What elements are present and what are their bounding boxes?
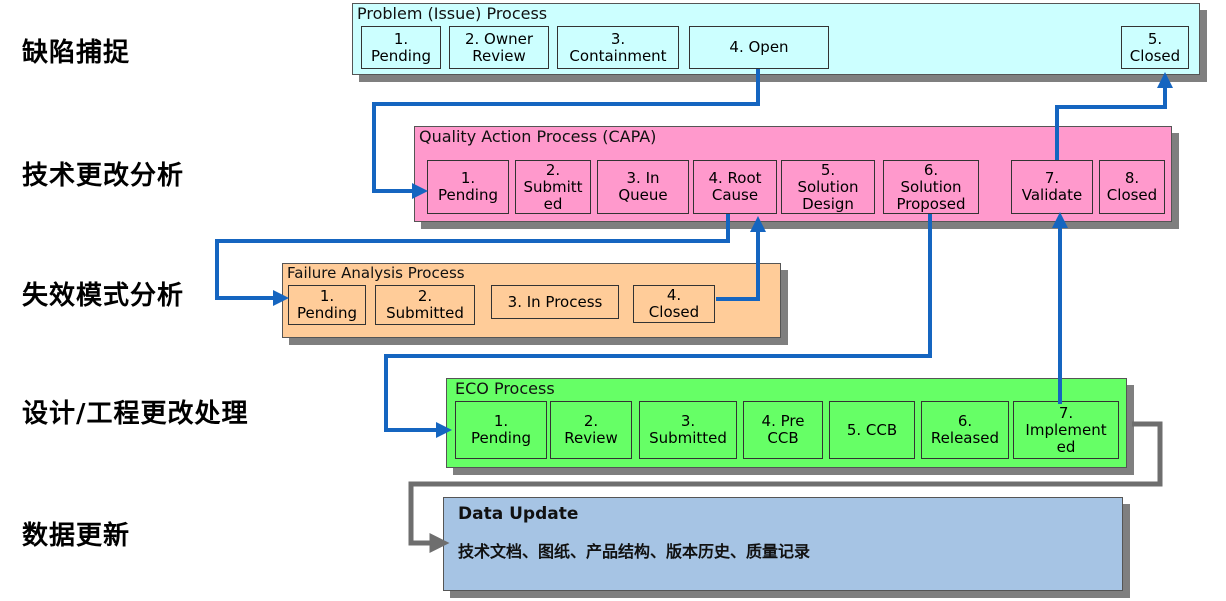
capa-step-solution-proposed: 6. Solution Proposed bbox=[883, 160, 979, 214]
arrow-capa-root-cause-to-failure-pending bbox=[215, 214, 730, 306]
failure-step-submitted: 2. Submitted bbox=[375, 285, 475, 325]
capa-step-solution-design: 5. Solution Design bbox=[781, 160, 875, 214]
eco-step-submitted: 3. Submitted bbox=[639, 401, 737, 459]
eco-step-review: 2. Review bbox=[550, 401, 632, 459]
eco-process-panel: ECO Process 1. Pending 2. Review 3. Subm… bbox=[446, 378, 1127, 468]
problem-process-panel: Problem (Issue) Process 1. Pending 2. Ow… bbox=[352, 3, 1200, 75]
arrow-capa-validate-to-problem-closed bbox=[1055, 72, 1173, 160]
arrow-problem-open-to-capa-pending bbox=[372, 69, 760, 199]
side-label-design-change-processing: 设计/工程更改处理 bbox=[22, 399, 249, 429]
eco-step-pending: 1. Pending bbox=[455, 401, 547, 459]
side-label-tech-change-analysis: 技术更改分析 bbox=[22, 161, 185, 191]
arrow-capa-proposed-to-eco-pending bbox=[384, 214, 932, 438]
eco-step-pre-ccb: 4. Pre CCB bbox=[743, 401, 823, 459]
failure-process-panel: Failure Analysis Process 1. Pending 2. S… bbox=[282, 263, 781, 338]
arrow-eco-to-data-update bbox=[408, 421, 1163, 553]
data-update-text: 技术文档、图纸、产品结构、版本历史、质量记录 bbox=[458, 542, 811, 561]
problem-step-closed: 5. Closed bbox=[1121, 26, 1189, 69]
capa-step-closed: 8. Closed bbox=[1099, 160, 1165, 214]
failure-step-closed: 4. Closed bbox=[633, 285, 715, 323]
capa-step-validate: 7. Validate bbox=[1011, 160, 1093, 214]
problem-process-title: Problem (Issue) Process bbox=[357, 4, 548, 23]
eco-step-released: 6. Released bbox=[921, 401, 1009, 459]
failure-step-pending: 1. Pending bbox=[288, 285, 366, 325]
side-label-data-update: 数据更新 bbox=[22, 521, 131, 551]
problem-step-open: 4. Open bbox=[689, 26, 829, 69]
problem-step-containment: 3. Containment bbox=[557, 26, 679, 69]
capa-step-submitted: 2. Submitt ed bbox=[515, 160, 591, 214]
problem-step-pending: 1. Pending bbox=[361, 26, 441, 69]
capa-process-title: Quality Action Process (CAPA) bbox=[419, 127, 657, 146]
eco-step-ccb: 5. CCB bbox=[829, 401, 915, 459]
eco-process-title: ECO Process bbox=[455, 379, 555, 398]
eco-step-implemented: 7. Implement ed bbox=[1013, 401, 1119, 459]
side-label-defect-capture: 缺陷捕捉 bbox=[22, 38, 131, 68]
data-update-title: Data Update bbox=[458, 504, 579, 524]
arrow-failure-closed-to-capa-root-cause bbox=[716, 216, 766, 301]
data-update-panel: Data Update 技术文档、图纸、产品结构、版本历史、质量记录 bbox=[443, 497, 1123, 591]
capa-step-pending: 1. Pending bbox=[427, 160, 509, 214]
capa-process-panel: Quality Action Process (CAPA) 1. Pending… bbox=[414, 126, 1172, 222]
failure-step-in-process: 3. In Process bbox=[491, 285, 619, 319]
capa-step-root-cause: 4. Root Cause bbox=[693, 160, 777, 214]
failure-process-title: Failure Analysis Process bbox=[287, 264, 465, 282]
side-label-failure-mode-analysis: 失效模式分析 bbox=[22, 281, 185, 311]
capa-step-in-queue: 3. In Queue bbox=[597, 160, 689, 214]
problem-step-owner-review: 2. Owner Review bbox=[449, 26, 549, 69]
